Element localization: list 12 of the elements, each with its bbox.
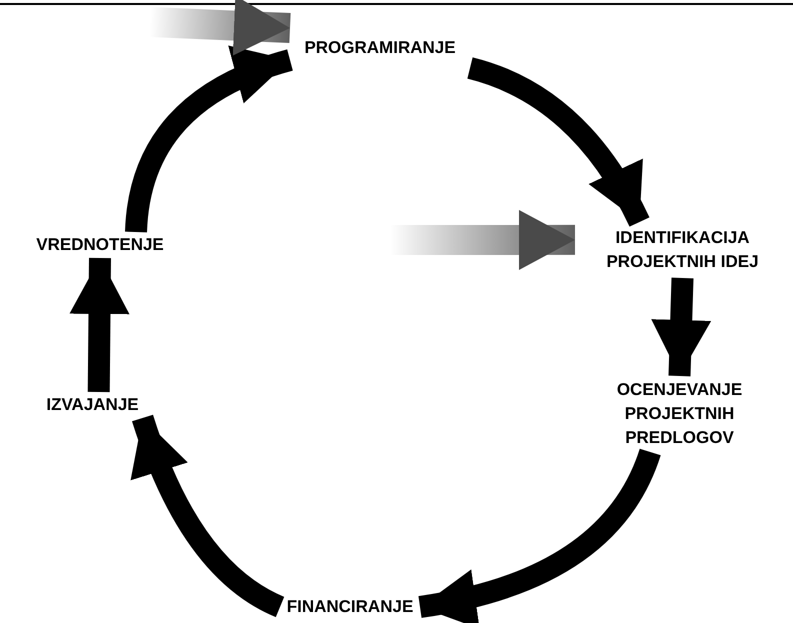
stage-label: OCENJEVANJE PROJEKTNIH PREDLOGOV xyxy=(616,379,744,449)
stage-label: IDENTIFIKACIJA PROJEKTNIH IDEJ xyxy=(605,227,760,273)
stage-label: FINANCIRANJE xyxy=(286,596,414,618)
stage-label: VREDNOTENJE xyxy=(36,234,164,256)
arrow xyxy=(125,48,294,233)
arrow xyxy=(466,57,650,227)
arrow xyxy=(651,278,712,376)
arrow xyxy=(132,414,285,617)
arrow xyxy=(69,258,130,392)
stage-label: PROGRAMIRANJE xyxy=(304,37,456,59)
arrow xyxy=(418,448,661,623)
stage-label: IZVAJANJE xyxy=(46,394,139,416)
